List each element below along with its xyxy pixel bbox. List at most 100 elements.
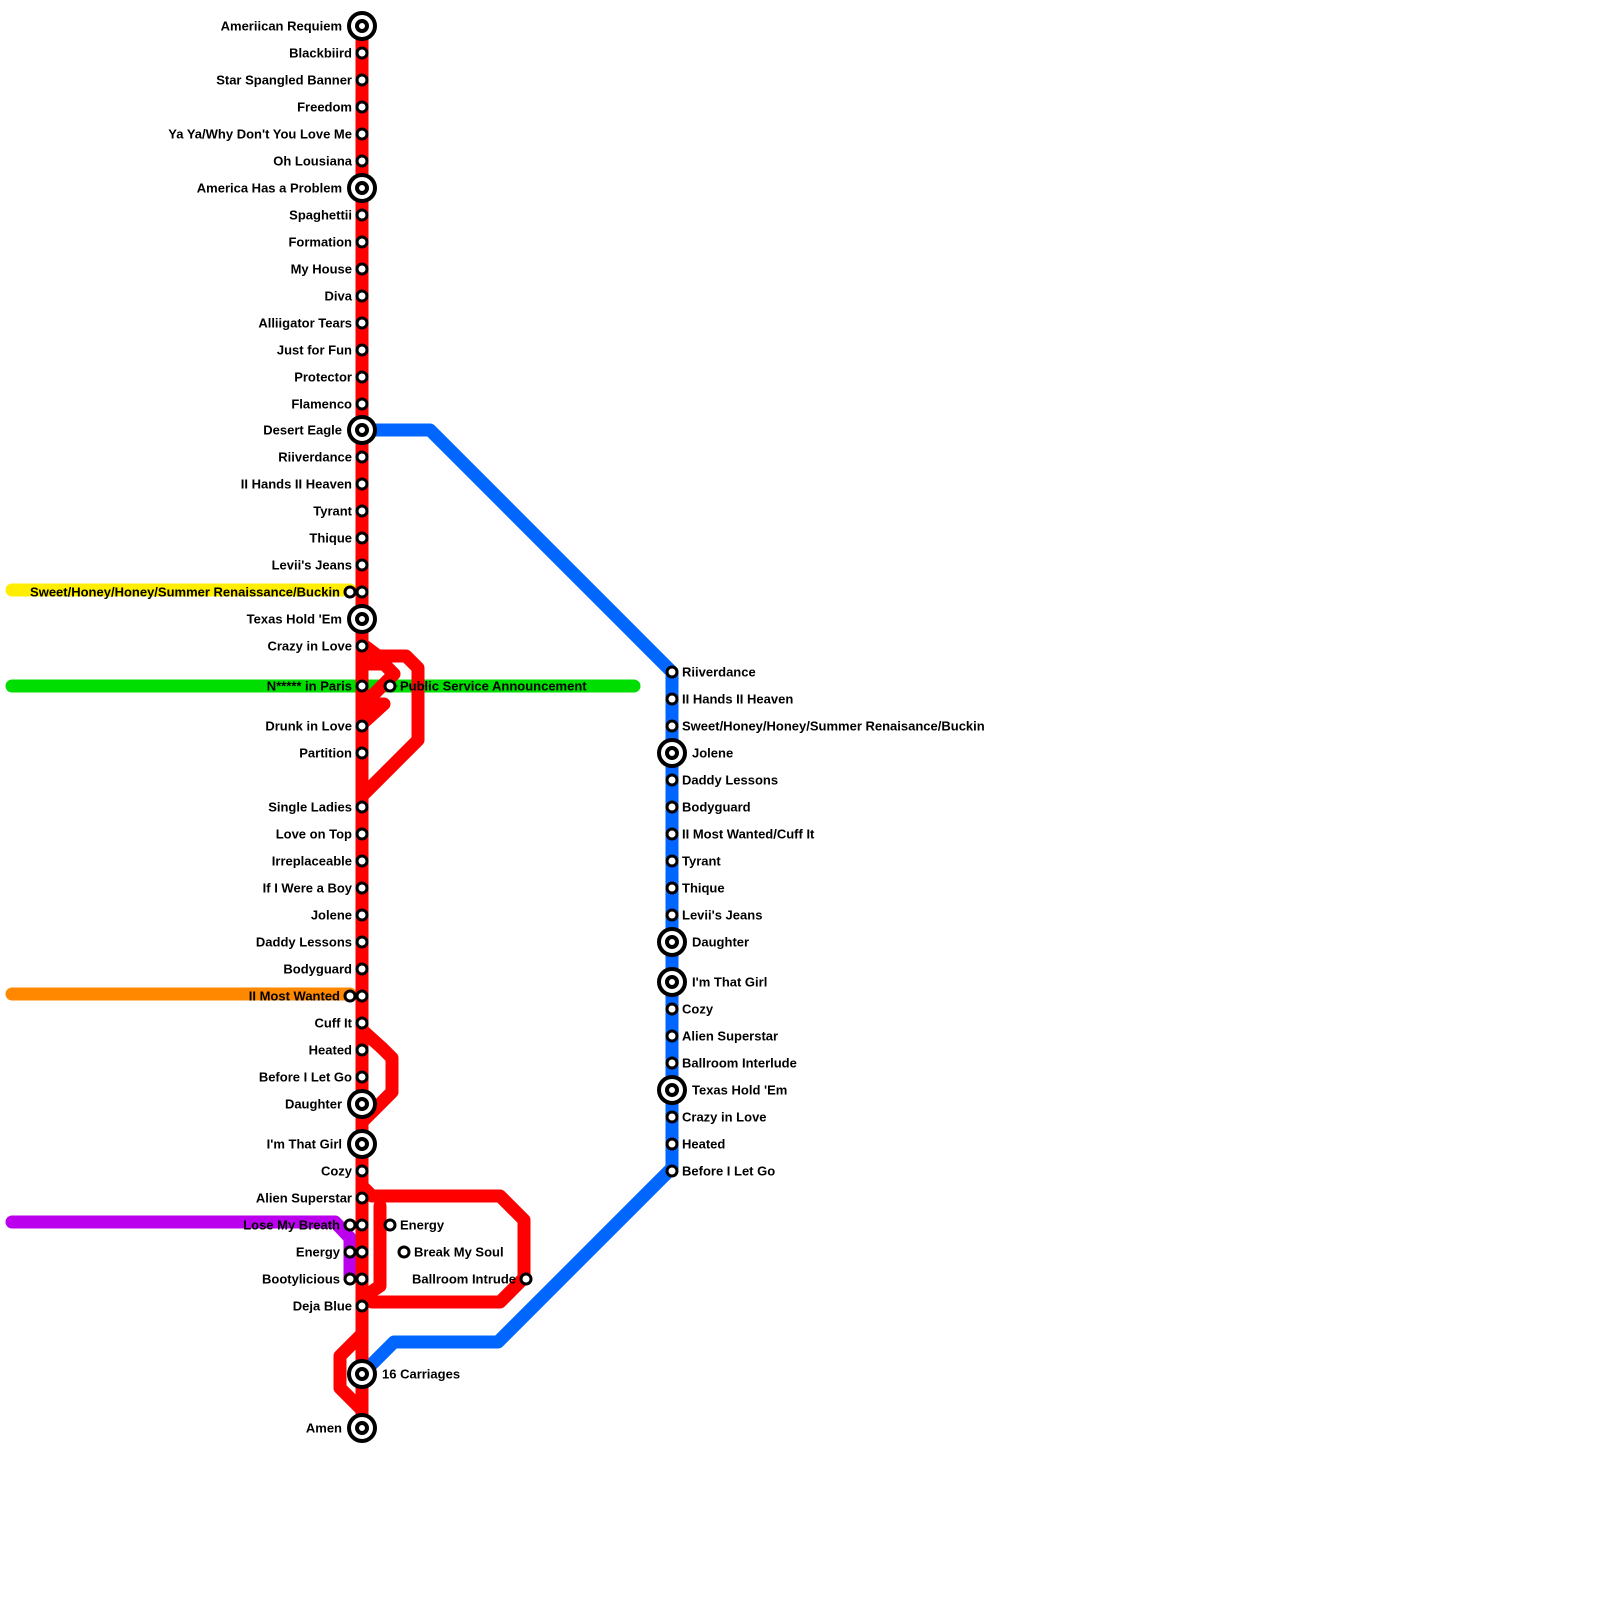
station-label-ya-ya: Ya Ya/Why Don't You Love Me bbox=[168, 127, 352, 142]
station-marker-cozy-red[interactable] bbox=[355, 1164, 369, 1178]
station-label-heated-red: Heated bbox=[309, 1043, 352, 1058]
red-line-segment bbox=[355, 1199, 387, 1305]
station-marker-formation[interactable] bbox=[355, 235, 369, 249]
station-marker-texas-hold-em-blue[interactable] bbox=[657, 1075, 687, 1105]
station-marker[interactable] bbox=[355, 989, 369, 1003]
station-marker-ballroom-interlude[interactable] bbox=[665, 1056, 679, 1070]
station-marker-heated-blue[interactable] bbox=[665, 1137, 679, 1151]
station-marker-freedom[interactable] bbox=[355, 100, 369, 114]
station-label-spaghettii: Spaghettii bbox=[289, 208, 352, 223]
station-marker-daughter-blue[interactable] bbox=[657, 927, 687, 957]
station-marker-desert-eagle[interactable] bbox=[347, 415, 377, 445]
station-label-american-requiem: Ameriican Requiem bbox=[221, 19, 342, 34]
station-marker-crazy-in-love-red[interactable] bbox=[355, 639, 369, 653]
station-marker-ii-hands-blue[interactable] bbox=[665, 692, 679, 706]
station-marker-cozy-blue[interactable] bbox=[665, 1002, 679, 1016]
station-marker-tyrant-blue[interactable] bbox=[665, 854, 679, 868]
station-marker-bodyguard-red[interactable] bbox=[355, 962, 369, 976]
station-label-alien-superstar-blue: Alien Superstar bbox=[682, 1029, 778, 1044]
station-marker-crazy-in-love-blue[interactable] bbox=[665, 1110, 679, 1124]
station-marker-oh-louisiana[interactable] bbox=[355, 154, 369, 168]
station-marker-ii-hands-red[interactable] bbox=[355, 477, 369, 491]
station-label-tyrant-red: Tyrant bbox=[313, 504, 352, 519]
station-label-daddy-lessons-red: Daddy Lessons bbox=[256, 935, 352, 950]
station-marker-heated-red[interactable] bbox=[355, 1043, 369, 1057]
station-marker-jolene-red[interactable] bbox=[355, 908, 369, 922]
station-label-cuff-it: Cuff It bbox=[314, 1016, 352, 1031]
station-marker-single-ladies[interactable] bbox=[355, 800, 369, 814]
station-label-thique-blue: Thique bbox=[682, 881, 725, 896]
station-marker[interactable] bbox=[355, 1218, 369, 1232]
station-marker-im-that-girl-blue[interactable] bbox=[657, 967, 687, 997]
station-marker-love-on-top[interactable] bbox=[355, 827, 369, 841]
station-marker-texas-hold-em-red[interactable] bbox=[347, 604, 377, 634]
station-marker-daughter-red[interactable] bbox=[347, 1089, 377, 1119]
station-marker-ya-ya[interactable] bbox=[355, 127, 369, 141]
station-marker-alligator-tears[interactable] bbox=[355, 316, 369, 330]
station-marker-levis-jeans-red[interactable] bbox=[355, 558, 369, 572]
station-marker-cuff-it[interactable] bbox=[355, 1016, 369, 1030]
station-marker-tyrant-red[interactable] bbox=[355, 504, 369, 518]
station-marker-daddy-lessons-blue[interactable] bbox=[665, 773, 679, 787]
station-label-ii-most-wanted-orange: II Most Wanted bbox=[249, 989, 340, 1004]
station-marker-sweet-honey-blue[interactable] bbox=[665, 719, 679, 733]
station-marker-spaghettii[interactable] bbox=[355, 208, 369, 222]
station-marker-levis-jeans-blue[interactable] bbox=[665, 908, 679, 922]
station-marker-break-my-soul[interactable] bbox=[397, 1245, 411, 1259]
station-marker-ballroom-intrude[interactable] bbox=[519, 1272, 533, 1286]
station-marker-before-i-let-go-red[interactable] bbox=[355, 1070, 369, 1084]
station-marker[interactable] bbox=[355, 1245, 369, 1259]
station-marker-protector[interactable] bbox=[355, 370, 369, 384]
station-marker[interactable] bbox=[355, 1272, 369, 1286]
station-marker-ii-most-wanted-orange[interactable] bbox=[343, 989, 357, 1003]
station-marker-thique-red[interactable] bbox=[355, 531, 369, 545]
station-marker-bootylicious[interactable] bbox=[343, 1272, 357, 1286]
station-marker-daddy-lessons-red[interactable] bbox=[355, 935, 369, 949]
station-marker-energy-purple[interactable] bbox=[343, 1245, 357, 1259]
station-marker-my-house[interactable] bbox=[355, 262, 369, 276]
station-marker-before-i-let-go-blue[interactable] bbox=[665, 1164, 679, 1178]
station-marker-bodyguard-blue[interactable] bbox=[665, 800, 679, 814]
station-label-levis-jeans-red: Levii's Jeans bbox=[272, 558, 352, 573]
station-marker[interactable] bbox=[355, 585, 369, 599]
station-marker-psa[interactable] bbox=[383, 679, 397, 693]
station-marker-sweet-honey-yellow[interactable] bbox=[343, 585, 357, 599]
station-label-formation: Formation bbox=[288, 235, 352, 250]
station-label-texas-hold-em-red: Texas Hold 'Em bbox=[247, 612, 342, 627]
station-marker-ii-most-wanted-blue[interactable] bbox=[665, 827, 679, 841]
station-marker-deja-blue[interactable] bbox=[355, 1299, 369, 1313]
station-marker-star-spangled-banner[interactable] bbox=[355, 73, 369, 87]
station-marker-im-that-girl-red[interactable] bbox=[347, 1129, 377, 1159]
station-marker-blackbird[interactable] bbox=[355, 46, 369, 60]
station-marker-diva[interactable] bbox=[355, 289, 369, 303]
station-label-before-i-let-go-red: Before I Let Go bbox=[259, 1070, 352, 1085]
station-marker-energy-red[interactable] bbox=[383, 1218, 397, 1232]
station-marker-flamenco[interactable] bbox=[355, 397, 369, 411]
station-marker-america-has-a-problem[interactable] bbox=[347, 173, 377, 203]
station-marker-n-in-paris[interactable] bbox=[355, 679, 369, 693]
station-marker-american-requiem[interactable] bbox=[347, 11, 377, 41]
station-label-deja-blue: Deja Blue bbox=[293, 1299, 352, 1314]
station-marker-alien-superstar-red[interactable] bbox=[355, 1191, 369, 1205]
station-marker-thique-blue[interactable] bbox=[665, 881, 679, 895]
station-marker-partition[interactable] bbox=[355, 746, 369, 760]
station-label-ii-hands-blue: II Hands II Heaven bbox=[682, 692, 793, 707]
station-marker-riverdance-red[interactable] bbox=[355, 450, 369, 464]
station-marker-16-carriages[interactable] bbox=[347, 1359, 377, 1389]
station-marker-lose-my-breath[interactable] bbox=[343, 1218, 357, 1232]
station-label-before-i-let-go-blue: Before I Let Go bbox=[682, 1164, 775, 1179]
station-label-energy-purple: Energy bbox=[296, 1245, 341, 1260]
station-marker-alien-superstar-blue[interactable] bbox=[665, 1029, 679, 1043]
station-marker-jolene-blue[interactable] bbox=[657, 738, 687, 768]
station-label-daughter-blue: Daughter bbox=[692, 935, 749, 950]
station-label-irreplaceable: Irreplaceable bbox=[272, 854, 352, 869]
station-label-im-that-girl-blue: I'm That Girl bbox=[692, 975, 767, 990]
station-marker-riverdance-blue[interactable] bbox=[665, 665, 679, 679]
station-marker-if-i-were-a-boy[interactable] bbox=[355, 881, 369, 895]
station-marker-amen[interactable] bbox=[347, 1413, 377, 1443]
station-marker-irreplaceable[interactable] bbox=[355, 854, 369, 868]
station-label-love-on-top: Love on Top bbox=[276, 827, 352, 842]
station-marker-drunk-in-love[interactable] bbox=[355, 719, 369, 733]
station-marker-just-for-fun[interactable] bbox=[355, 343, 369, 357]
station-label-im-that-girl-red: I'm That Girl bbox=[267, 1137, 342, 1152]
